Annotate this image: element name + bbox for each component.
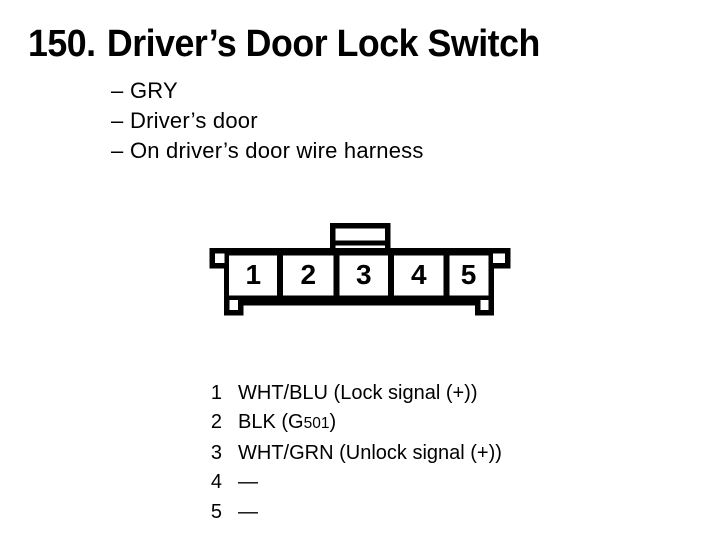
note-item: –GRY [111,76,424,106]
pin-row: 4— [207,468,502,497]
pin-description: WHT/BLU (Lock signal (+)) [238,382,478,404]
cavity-number-4: 4 [411,259,427,290]
cavity-number-1: 1 [246,259,262,290]
note-text: Driver’s door [130,108,258,133]
pin-description: — [238,500,258,523]
pin-description: WHT/GRN (Unlock signal (+)) [238,441,502,464]
notes-list: –GRY –Driver’s door –On driver’s door wi… [111,76,424,166]
pin-number: 1 [210,382,222,404]
note-item: –Driver’s door [111,106,424,136]
dash-bullet: – [111,108,124,133]
dash-bullet: – [111,78,124,103]
pin-list: 1 WHT/BLU (Lock signal (+)) 2 BLK (G501) 3… [207,379,502,527]
pin-number: 5 [210,500,222,523]
connector-diagram: 1 2 3 4 5 [209,222,511,316]
note-item: –On driver’s door wire harness [111,136,424,166]
cavity-number-5: 5 [461,259,477,290]
note-text: GRY [130,78,178,103]
pin-row: 3 WHT/GRN (Unlock signal (+)) [207,439,502,468]
cavity-number-2: 2 [301,259,317,290]
ground-id-number: 501 [303,415,330,433]
note-text: On driver’s door wire harness [130,138,424,163]
pin-description-text: ) [329,411,337,434]
pin-description: — [238,471,258,494]
connector-lock-tab [329,222,391,254]
item-title: Driver’s Door Lock Switch [106,23,540,65]
pin-number: 3 [210,441,222,464]
pin-row: 2 BLK (G501) [207,408,502,438]
page-title: 150.Driver’s Door Lock Switch [28,25,540,63]
pin-row: 1 WHT/BLU (Lock signal (+)) [207,379,502,408]
pin-row: 5— [207,498,502,527]
item-number: 150. [28,23,96,65]
pin-description-text: BLK (G [238,411,304,434]
pin-number: 2 [210,411,222,434]
pin-number: 4 [210,471,222,494]
dash-bullet: – [111,138,124,163]
cavity-number-3: 3 [356,259,372,290]
pin-description: BLK (G501) [238,411,336,433]
